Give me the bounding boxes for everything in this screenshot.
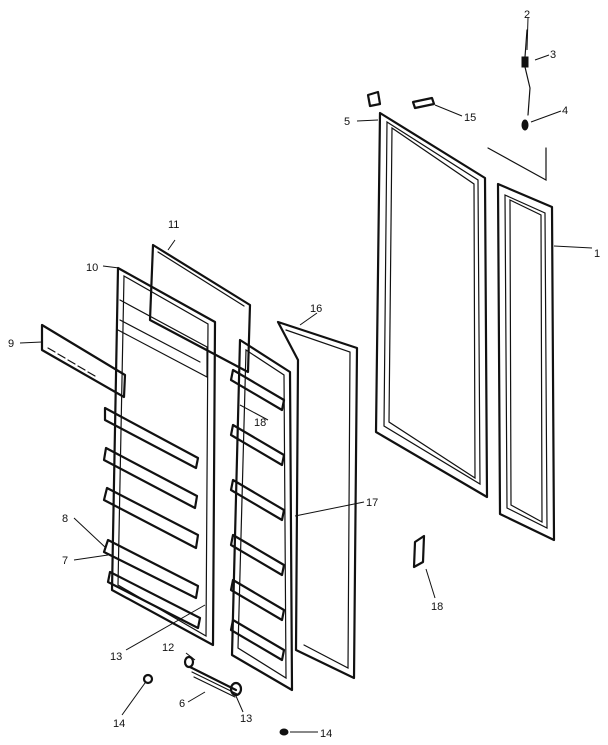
callout-13-bottom: 13 (240, 713, 252, 725)
callout-16: 16 (310, 303, 322, 315)
door-liner-center (229, 338, 294, 692)
leader-lines (19, 17, 593, 733)
callout-6: 6 (179, 698, 185, 710)
callout-2: 2 (524, 9, 530, 21)
callout-12: 12 (162, 642, 174, 654)
callout-7: 7 (62, 555, 68, 567)
dairy-compartment-door (40, 323, 127, 399)
door-gasket-frame (374, 111, 547, 499)
callout-8: 8 (62, 513, 68, 525)
callout-14-left: 14 (113, 718, 125, 730)
callout-10: 10 (86, 262, 98, 274)
callout-5: 5 (344, 116, 350, 128)
gasket-panel (276, 320, 359, 680)
bracket-part (412, 534, 426, 569)
hinge-pin-part (366, 90, 382, 108)
door-stop-part (411, 96, 436, 110)
inner-panel-11 (148, 243, 252, 374)
spring-part (183, 655, 243, 698)
callout-11: 11 (168, 219, 179, 231)
callout-15: 15 (464, 112, 476, 124)
callout-3: 3 (550, 49, 556, 61)
screw-part (142, 673, 289, 736)
hinge-assembly (521, 29, 531, 131)
callout-17: 17 (366, 497, 378, 509)
callout-18-right: 18 (431, 601, 443, 613)
callout-13-left: 13 (110, 651, 122, 663)
door-liner-left (102, 266, 217, 647)
door-panel-right (496, 182, 556, 542)
callout-9: 9 (8, 338, 14, 350)
callout-14-bottom: 14 (320, 728, 332, 740)
callout-4: 4 (562, 105, 568, 117)
callout-18-center: 18 (254, 417, 266, 429)
callout-labels: 1 2 3 4 5 6 7 8 9 10 11 12 13 13 14 14 1… (8, 9, 600, 740)
callout-1: 1 (594, 248, 600, 260)
